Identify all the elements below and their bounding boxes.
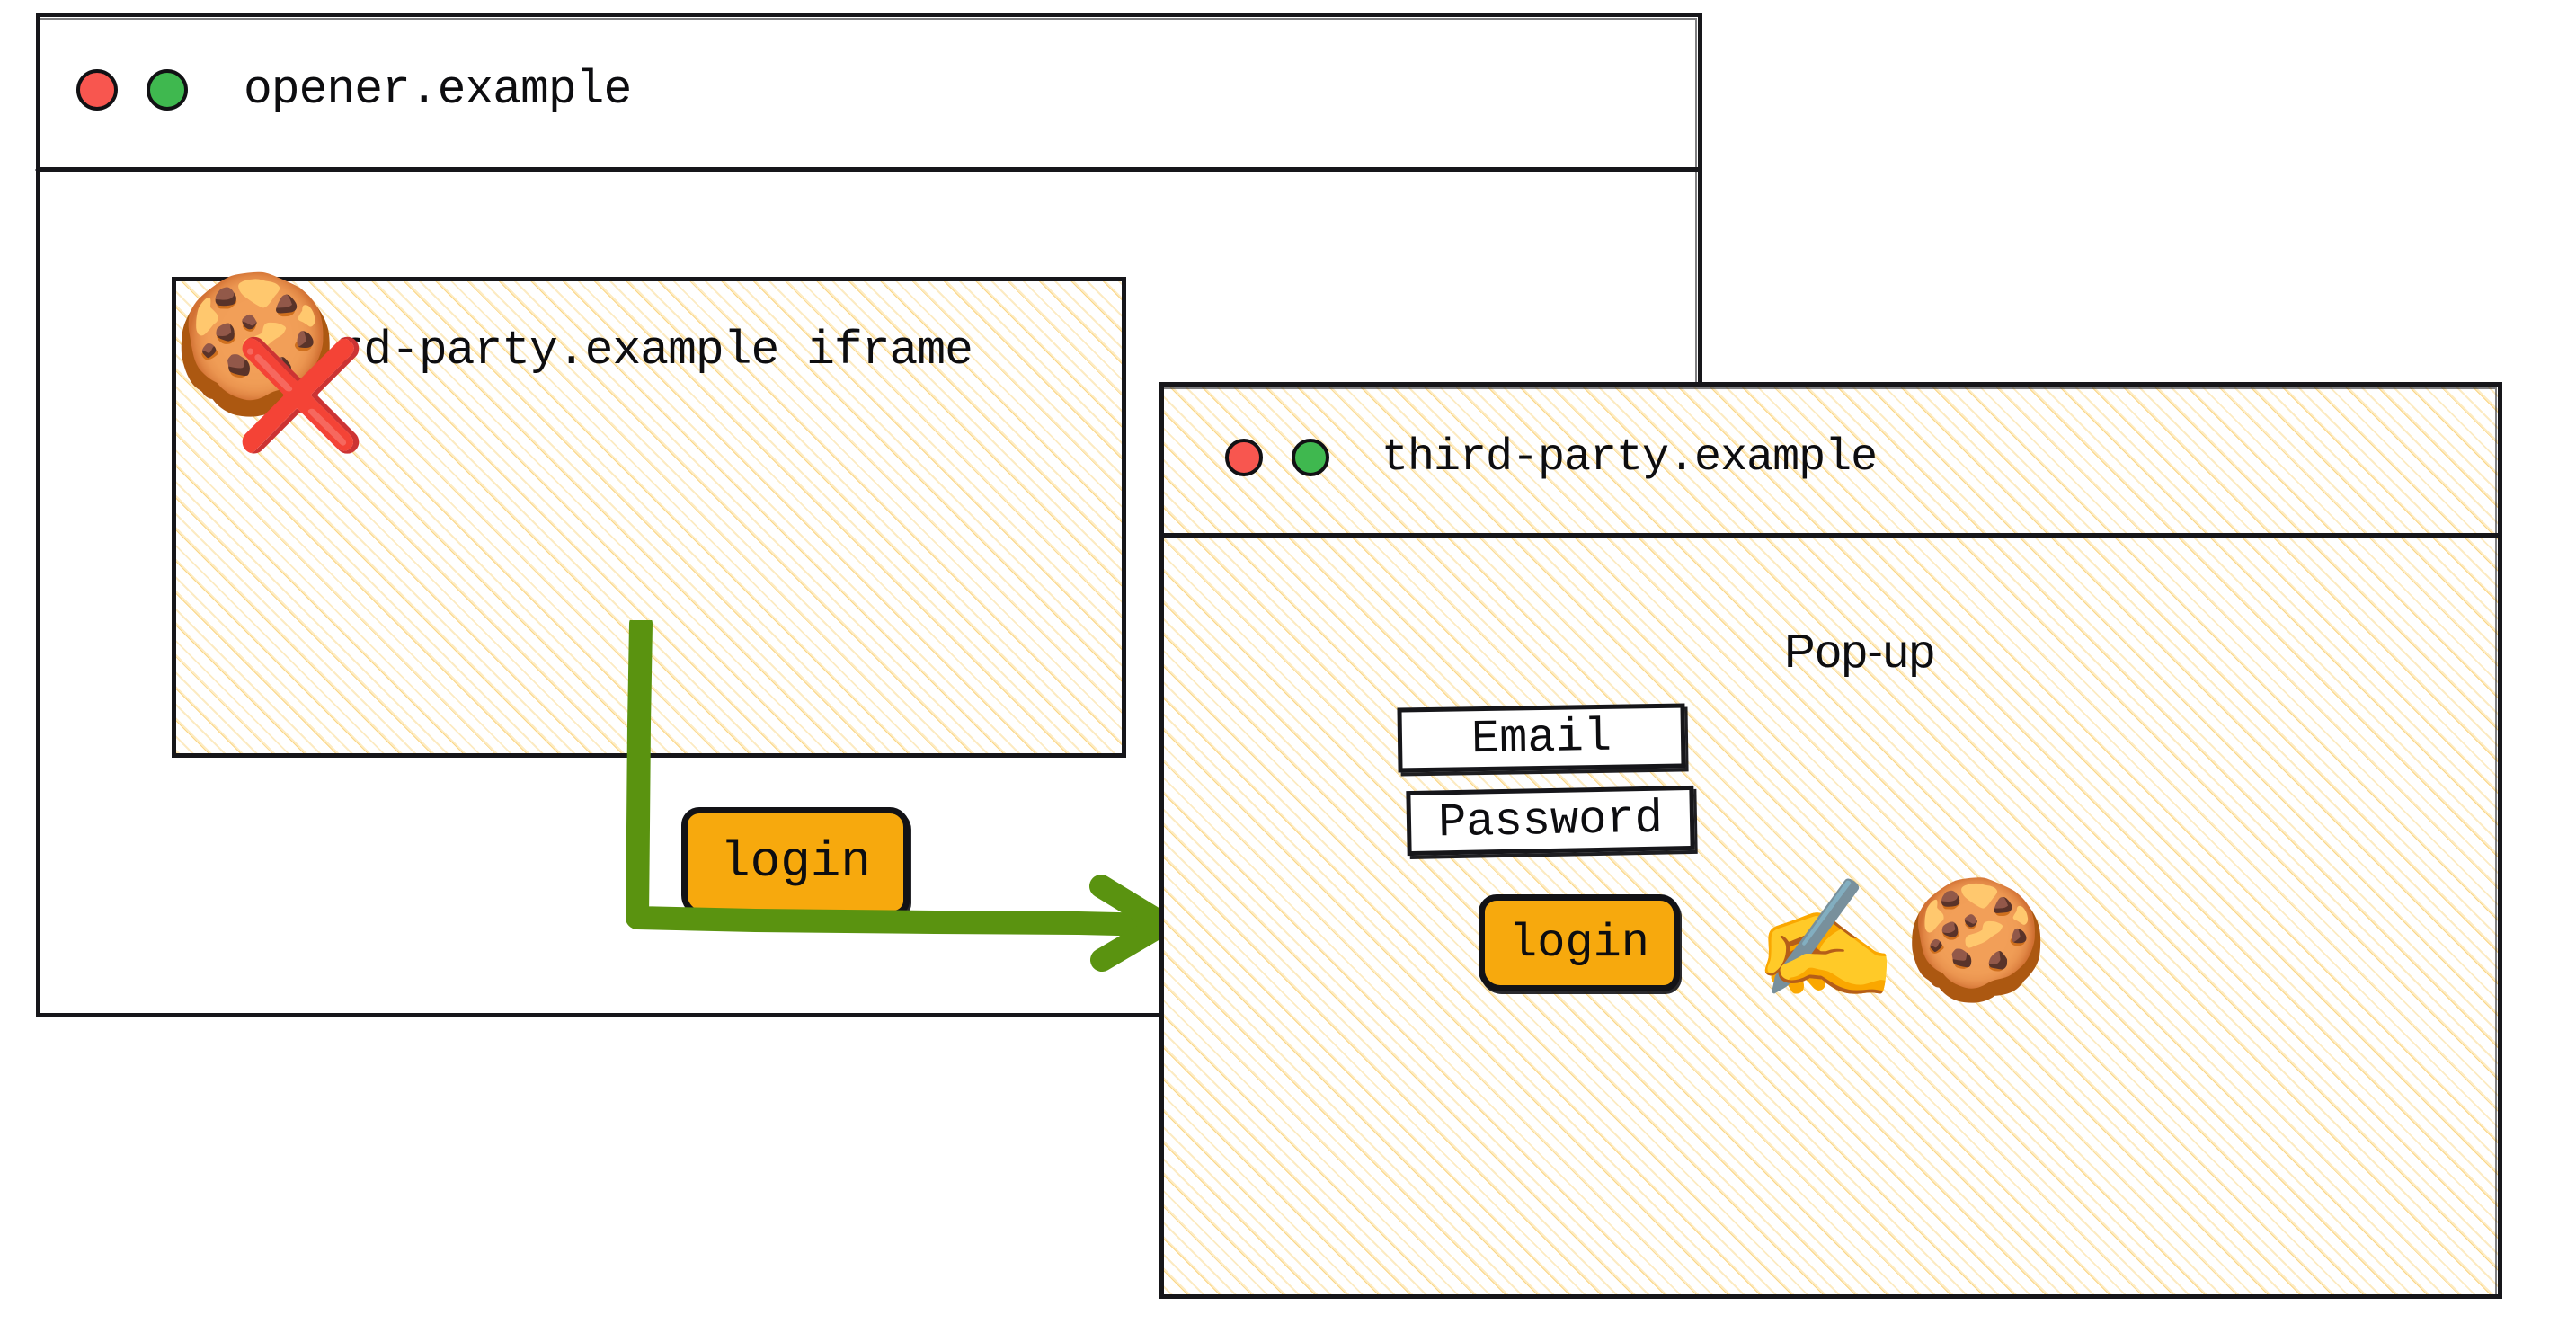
- popup-titlebar-separator: [1159, 533, 2502, 538]
- popup-annotation-label: Pop-up: [1784, 626, 1935, 678]
- popup-browser-window: third-party.example Pop-up Email Passwor…: [1159, 382, 2502, 1299]
- popup-window-title: third-party.example: [1381, 431, 1878, 484]
- iframe-label: third-party.example iframe: [253, 324, 973, 378]
- cookie-icon: 🍪: [1903, 871, 2055, 1008]
- close-dot[interactable]: [1225, 439, 1263, 476]
- opener-titlebar-separator: [35, 167, 1702, 172]
- cross-mark-icon: ❌: [235, 333, 367, 457]
- writing-hand-icon: ✍️: [1753, 871, 1904, 1008]
- password-field[interactable]: Password: [1406, 785, 1695, 857]
- writing-hand-and-cookie-icon: ✍️🍪: [1753, 881, 2055, 998]
- third-party-iframe: third-party.example iframe 🍪 ❌ login: [172, 266, 1126, 917]
- blocked-third-party-cookie: 🍪 ❌: [172, 266, 367, 448]
- iframe-login-button[interactable]: login: [681, 807, 910, 917]
- maximize-dot[interactable]: [1292, 439, 1329, 476]
- popup-titlebar: third-party.example: [1159, 382, 2502, 533]
- maximize-dot[interactable]: [147, 69, 188, 111]
- popup-login-button[interactable]: login: [1479, 894, 1680, 991]
- close-dot[interactable]: [76, 69, 118, 111]
- opener-window-title: opener.example: [244, 63, 632, 117]
- opener-titlebar: opener.example: [36, 13, 1702, 167]
- cookie-icon: 🍪: [172, 266, 340, 422]
- email-field[interactable]: Email: [1397, 703, 1686, 773]
